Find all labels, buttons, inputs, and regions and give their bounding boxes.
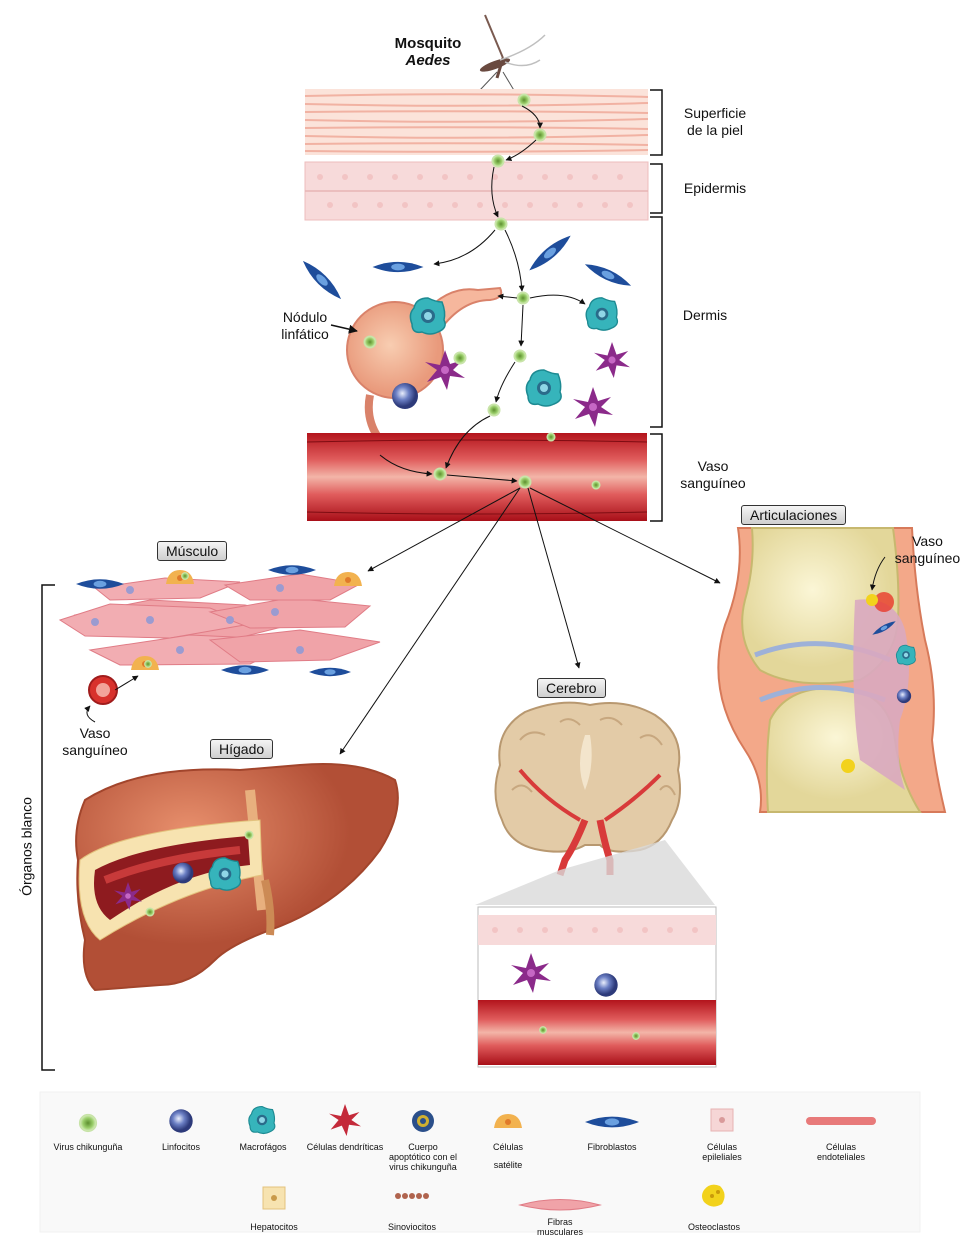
epidermis-layer <box>305 162 648 220</box>
legend-satellite-label-2: satélite <box>463 1160 553 1170</box>
joint-vessel-label-line2: sanguíneo <box>880 550 969 567</box>
legend-lymphocyte-label: Linfocitos <box>136 1142 226 1152</box>
epidermis-label: Epidermis <box>670 180 760 197</box>
legend-osteoclast-label: Osteoclastos <box>669 1222 759 1232</box>
brain-title: Cerebro <box>537 678 606 698</box>
skin-surface-label: Superficie de la piel <box>670 105 760 139</box>
liver-title: Hígado <box>210 739 273 759</box>
mosquito-label-line2: Aedes <box>378 52 478 69</box>
lymph-node-label-line1: Nódulo <box>265 309 345 326</box>
joint-illustration <box>718 528 945 812</box>
skin-surface-label-line2: de la piel <box>670 122 760 139</box>
dermis-layer <box>299 232 633 440</box>
target-organs-label: Órganos blanco <box>19 792 36 902</box>
joints-title: Articulaciones <box>741 505 846 525</box>
legend-muscle-fiber-label: Fibras musculares <box>528 1217 592 1237</box>
blood-vessel <box>307 433 647 521</box>
joint-vessel-label-line1: Vaso <box>880 533 969 550</box>
lymph-node-label: Nódulo linfático <box>265 309 345 343</box>
layer-brackets <box>650 90 662 521</box>
target-organs-bracket <box>42 585 55 1070</box>
mosquito-label-line1: Mosquito <box>378 35 478 52</box>
legend-dendritic-label: Células dendríticas <box>300 1142 390 1152</box>
liver-illustration <box>76 764 398 990</box>
legend-synoviocyte-label: Sinoviocitos <box>367 1222 457 1232</box>
joint-vessel-label: Vaso sanguíneo <box>880 533 969 567</box>
legend-hepatocyte-label: Hepatocitos <box>229 1222 319 1232</box>
dermis-label: Dermis <box>665 307 745 324</box>
legend-fibroblast-label: Fibroblastos <box>567 1142 657 1152</box>
brain-illustration <box>475 703 716 1067</box>
muscle-vessel-label-line2: sanguíneo <box>50 742 140 759</box>
skin-surface-layer <box>305 89 648 155</box>
vessel-label-line1: Vaso <box>668 458 758 475</box>
mosquito-label: Mosquito Aedes <box>378 35 478 69</box>
mosquito-illustration <box>479 15 545 92</box>
legend-epithelial-label: Células epileliales <box>690 1142 754 1162</box>
muscle-illustration <box>60 565 380 722</box>
legend-macrophage-label: Macrofágos <box>218 1142 308 1152</box>
legend-apoptotic-label: Cuerpo apoptótico con el virus chikunguñ… <box>388 1142 458 1172</box>
skin-surface-label-line1: Superficie <box>670 105 760 122</box>
legend-virus-label: Virus chikunguña <box>43 1142 133 1152</box>
legend-satellite-label: Células <box>463 1142 553 1152</box>
muscle-vessel-label: Vaso sanguíneo <box>50 725 140 759</box>
vessel-label: Vaso sanguíneo <box>668 458 758 492</box>
muscle-vessel-label-line1: Vaso <box>50 725 140 742</box>
lymph-node-label-line2: linfático <box>265 326 345 343</box>
muscle-title: Músculo <box>157 541 227 561</box>
vessel-label-line2: sanguíneo <box>668 475 758 492</box>
legend-endothelial-label: Células endoteliales <box>806 1142 876 1162</box>
